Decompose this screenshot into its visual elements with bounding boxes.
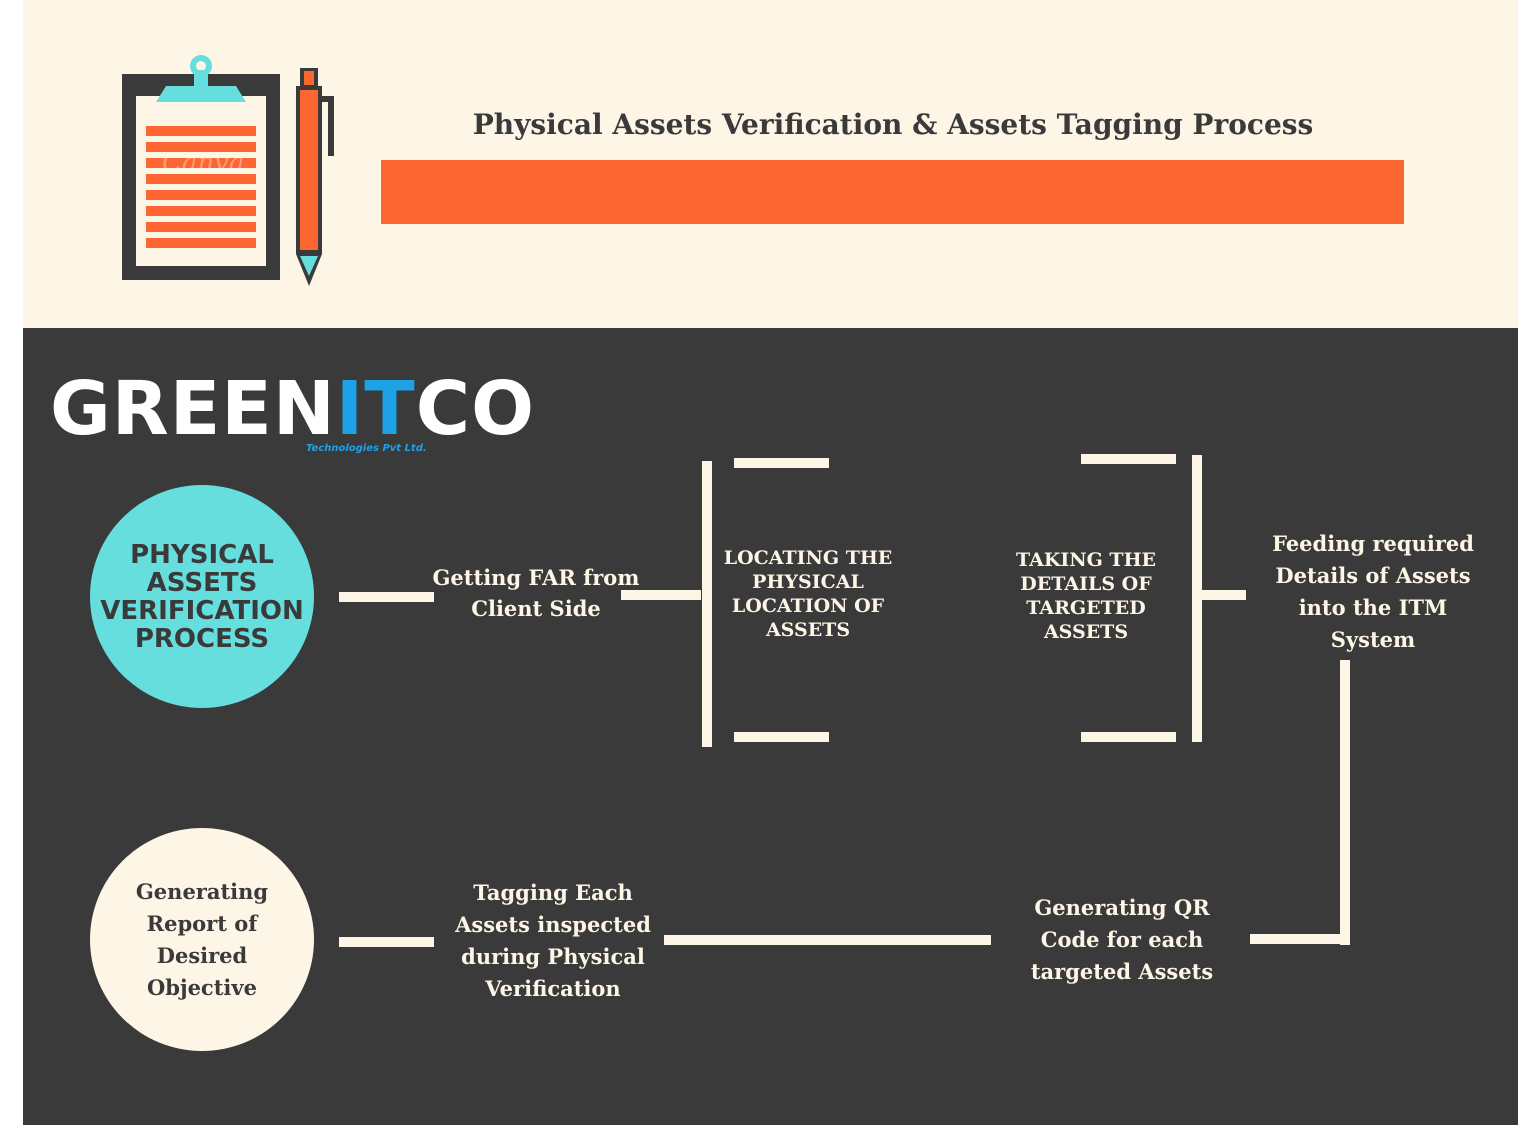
connector-step6-end bbox=[339, 937, 434, 947]
connector-step4-down bbox=[1340, 660, 1350, 945]
clipboard-watermark: Canva bbox=[162, 148, 245, 178]
connector-start-step1 bbox=[339, 592, 434, 602]
start-circle: PHYSICAL ASSETS VERIFICATION PROCESS bbox=[90, 485, 314, 708]
connector-step1-step2 bbox=[621, 590, 701, 600]
company-logo: GREENITCO bbox=[50, 372, 535, 452]
title-underline-bar bbox=[381, 160, 1404, 224]
logo-part-green: GREEN bbox=[50, 366, 336, 452]
bracket-right-bottom bbox=[1081, 732, 1176, 742]
logo-tagline: Technologies Pvt Ltd. bbox=[306, 443, 427, 454]
step1-label: Getting FAR from Client Side bbox=[432, 565, 640, 621]
end-label: Generating Report of Desired Objective bbox=[135, 878, 269, 1000]
bracket-left-top bbox=[734, 458, 829, 468]
clipboard-icon bbox=[122, 55, 280, 280]
step4-label: Feeding required Details of Assets into … bbox=[1272, 531, 1474, 652]
logo-part-it: IT bbox=[335, 366, 416, 452]
step2-label: LOCATING THE PHYSICAL LOCATION OF ASSETS bbox=[723, 547, 893, 641]
connector-step3-step4 bbox=[1202, 590, 1246, 600]
bracket-left-bottom bbox=[734, 732, 829, 742]
pen-icon bbox=[296, 68, 334, 286]
start-label: PHYSICAL ASSETS VERIFICATION PROCESS bbox=[100, 539, 304, 654]
bracket-right-vertical bbox=[1192, 455, 1202, 742]
logo-part-co: CO bbox=[415, 366, 535, 452]
step3-label: TAKING THE DETAILS OF TARGETED ASSETS bbox=[1015, 549, 1157, 643]
connector-step5-step6 bbox=[664, 935, 991, 945]
connector-to-step5 bbox=[1250, 934, 1350, 944]
bracket-left-vertical bbox=[702, 461, 712, 747]
bracket-right-top bbox=[1081, 454, 1176, 464]
step6-label: Tagging Each Assets inspected during Phy… bbox=[455, 880, 651, 1001]
page-title: Physical Assets Verification & Assets Ta… bbox=[472, 108, 1314, 141]
step5-label: Generating QR Code for each targeted Ass… bbox=[1030, 895, 1214, 984]
end-circle: Generating Report of Desired Objective bbox=[90, 828, 314, 1051]
